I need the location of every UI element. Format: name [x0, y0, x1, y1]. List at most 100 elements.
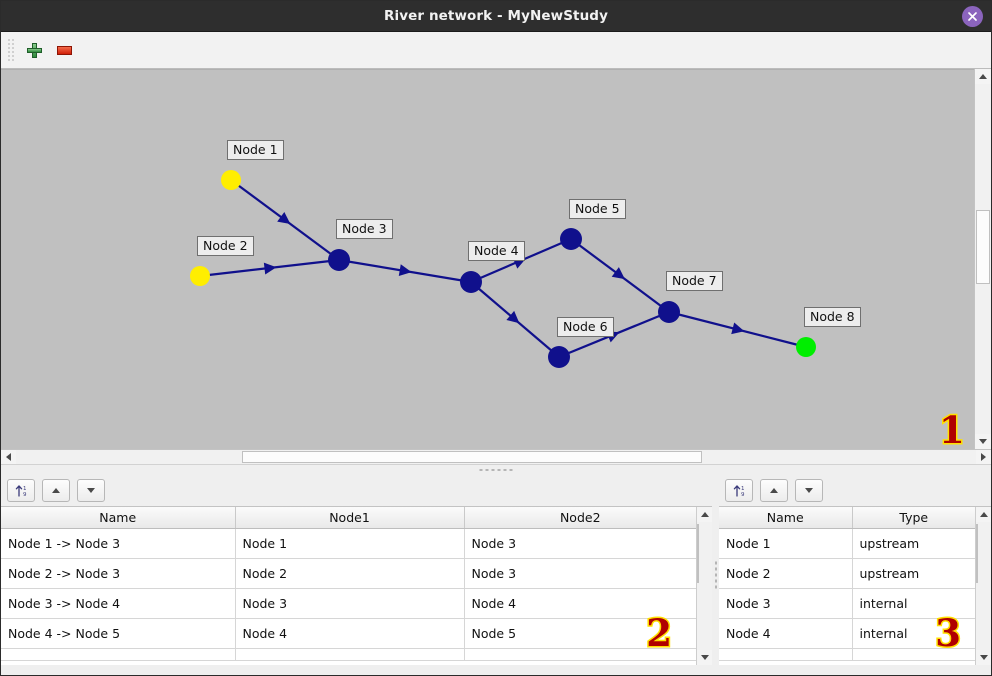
column-header-node2[interactable]: Node2: [464, 507, 696, 529]
table-cell[interactable]: Node 5: [464, 618, 696, 649]
links-scroll-down-button[interactable]: [697, 650, 712, 665]
node-label[interactable]: Node 4: [468, 241, 525, 261]
scroll-down-button[interactable]: [975, 434, 991, 449]
graph-node[interactable]: [190, 266, 210, 286]
node-label[interactable]: Node 2: [197, 236, 254, 256]
nodes-table-scrollbar[interactable]: [975, 507, 991, 665]
table-cell[interactable]: Node 1 -> Node 3: [1, 528, 236, 559]
column-header-name[interactable]: Name: [719, 507, 853, 529]
nodes-scroll-down-button[interactable]: [976, 650, 991, 665]
nodes-move-up-button[interactable]: [760, 479, 788, 502]
graph-node[interactable]: [548, 346, 570, 368]
toolbar-grip[interactable]: [6, 39, 14, 61]
vertical-scroll-thumb[interactable]: [976, 210, 990, 284]
nodes-sort-button[interactable]: 1 9: [725, 479, 753, 502]
links-sort-button[interactable]: 1 9: [7, 479, 35, 502]
arrow-left-icon: [6, 453, 11, 461]
table-cell[interactable]: upstream: [852, 528, 975, 559]
scroll-up-button[interactable]: [975, 69, 991, 84]
node-label[interactable]: Node 1: [227, 140, 284, 160]
title-bar: River network - MyNewStudy: [1, 1, 991, 32]
network-canvas[interactable]: Node 1 Node 2 Node 3 Node 4 Node 5 Node 6 Node…: [1, 69, 974, 449]
node-label[interactable]: Node 5: [569, 199, 626, 219]
horizontal-scroll-track[interactable]: [16, 450, 976, 464]
node-label[interactable]: Node 8: [804, 307, 861, 327]
links-move-up-button[interactable]: [42, 479, 70, 502]
column-header-name[interactable]: Name: [1, 507, 236, 529]
edge-arrow-icon: [277, 212, 291, 224]
nodes-scroll-thumb[interactable]: [976, 524, 978, 583]
overlay-number-1: 1: [938, 407, 967, 450]
links-move-down-button[interactable]: [77, 479, 105, 502]
horizontal-scroll-thumb[interactable]: [241, 451, 703, 463]
graph-node[interactable]: [796, 337, 816, 357]
links-scroll-track[interactable]: [697, 522, 712, 650]
table-cell[interactable]: Node 4: [235, 618, 465, 649]
close-icon[interactable]: [962, 6, 983, 27]
graph-node[interactable]: [460, 271, 482, 293]
table-cell[interactable]: Node 4: [719, 618, 853, 649]
arrow-down-icon: [979, 439, 987, 444]
scroll-left-button[interactable]: [1, 450, 16, 464]
column-header-type[interactable]: Type: [852, 507, 975, 529]
vertical-splitter[interactable]: [712, 475, 719, 675]
nodes-panel-footer: [719, 665, 991, 675]
nodes-scroll-track[interactable]: [976, 522, 991, 650]
canvas-horizontal-scrollbar[interactable]: [1, 449, 991, 464]
table-cell[interactable]: Node 3 -> Node 4: [1, 588, 236, 619]
edge-arrow-icon: [398, 264, 412, 277]
graph-node[interactable]: [221, 170, 241, 190]
node-label[interactable]: Node 3: [336, 219, 393, 239]
table-cell[interactable]: internal: [852, 588, 975, 619]
table-cell[interactable]: Node 2: [719, 558, 853, 589]
table-cell[interactable]: Node 3: [235, 588, 465, 619]
arrow-down-icon: [805, 488, 813, 493]
arrow-up-icon: [770, 488, 778, 493]
links-scroll-thumb[interactable]: [697, 524, 699, 583]
nodes-scroll-up-button[interactable]: [976, 507, 991, 522]
table-cell[interactable]: Node 1: [719, 528, 853, 559]
edge-arrow-icon: [263, 262, 277, 275]
table-cell-empty: [719, 648, 853, 661]
table-cell[interactable]: Node 2: [235, 558, 465, 589]
graph-node[interactable]: [658, 301, 680, 323]
add-node-button[interactable]: [19, 35, 49, 65]
scroll-right-button[interactable]: [976, 450, 991, 464]
vertical-scroll-track[interactable]: [975, 84, 991, 434]
window-title: River network - MyNewStudy: [384, 8, 608, 24]
nodes-move-down-button[interactable]: [795, 479, 823, 502]
column-header-node1[interactable]: Node1: [235, 507, 465, 529]
splitter-grip-icon: [478, 468, 514, 472]
table-cell[interactable]: Node 4 -> Node 5: [1, 618, 236, 649]
table-cell[interactable]: upstream: [852, 558, 975, 589]
graph-node[interactable]: [328, 249, 350, 271]
node-label[interactable]: Node 7: [666, 271, 723, 291]
graph-node[interactable]: [560, 228, 582, 250]
table-cell[interactable]: Node 3: [464, 528, 696, 559]
table-cell[interactable]: internal: [852, 618, 975, 649]
node-label[interactable]: Node 6: [557, 317, 614, 337]
table-cell[interactable]: Node 2 -> Node 3: [1, 558, 236, 589]
table-cell[interactable]: Node 3: [464, 558, 696, 589]
table-cell[interactable]: Node 4: [464, 588, 696, 619]
links-scroll-up-button[interactable]: [697, 507, 712, 522]
table-cell[interactable]: Node 3: [719, 588, 853, 619]
links-table-scrollbar[interactable]: [696, 507, 712, 665]
edge-arrow-icon: [611, 267, 625, 280]
horizontal-splitter[interactable]: [1, 464, 991, 475]
canvas-vertical-scrollbar[interactable]: [974, 69, 991, 449]
table-cell[interactable]: Node 1: [235, 528, 465, 559]
remove-node-button[interactable]: [49, 35, 79, 65]
svg-text:1: 1: [23, 486, 27, 492]
